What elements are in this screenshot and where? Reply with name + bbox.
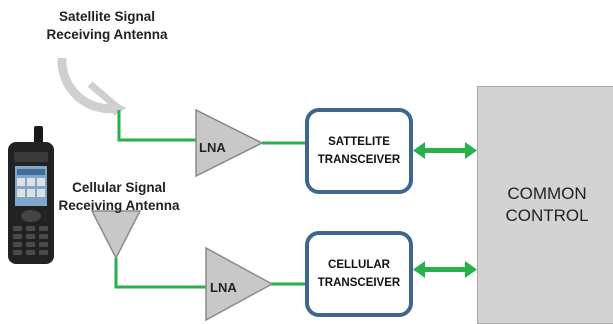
satellite-phone-icon	[8, 126, 54, 264]
lna-top-label: LNA	[199, 140, 226, 155]
satellite-bidirectional-arrow	[413, 142, 477, 159]
common-control-line1: COMMON	[507, 184, 587, 203]
satellite-antenna-wire	[117, 110, 198, 142]
cellular-bidirectional-arrow	[413, 261, 477, 278]
common-control-line2: CONTROL	[505, 206, 589, 225]
satellite-transceiver-line2: TRANSCEIVER	[317, 154, 401, 166]
cellular-transceiver-line1: CELLULAR	[328, 259, 390, 271]
cellular-antenna-label: Cellular Signal Receiving Antenna	[44, 179, 194, 215]
cellular-transceiver-box: CELLULAR TRANSCEIVER	[305, 231, 413, 317]
lna-bottom-amplifier	[205, 246, 274, 322]
cellular-antenna-label-line1: Cellular Signal	[72, 180, 166, 195]
satellite-transceiver-box: SATTELITE TRANSCEIVER	[305, 108, 413, 194]
cellular-antenna-label-line2: Receiving Antenna	[58, 198, 180, 213]
lna-top-amplifier	[195, 108, 264, 178]
cellular-antenna-icon	[90, 210, 142, 260]
satellite-dish-icon	[57, 57, 126, 116]
cellular-transceiver-line2: TRANSCEIVER	[317, 277, 401, 289]
satellite-antenna-label-line2: Receiving Antenna	[46, 27, 168, 42]
cellular-antenna-wire	[114, 258, 208, 289]
lna-bottom-label: LNA	[210, 280, 237, 295]
satellite-antenna-label-line1: Satellite Signal	[58, 9, 156, 24]
satellite-transceiver-line1: SATTELITE	[328, 136, 390, 148]
common-control-block: COMMON CONTROL	[477, 86, 613, 324]
satellite-antenna-label: Satellite Signal Receiving Antenna	[22, 8, 192, 44]
